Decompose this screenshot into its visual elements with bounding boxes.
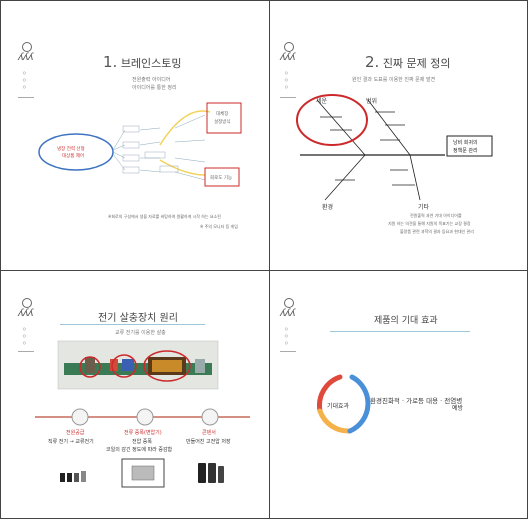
label-top-center: 범위 (366, 98, 378, 105)
slide-note-3: 불량품 관련 과학의 결과 등요과 현대인 관리 (400, 229, 474, 234)
step2-desc-1: 전압 증폭 (132, 439, 152, 445)
result-box (446, 135, 493, 157)
title-text: 진짜 문제 정의 (382, 57, 451, 70)
sidebar-divider (18, 351, 34, 352)
company-logo-icon: ʎʎʎ (18, 42, 36, 64)
slide-subtitle: 원인 결과 도표를 이용한 진짜 문제 발견 (352, 77, 436, 83)
slide-note-1: 전원출력 과연 기대 아이디어를 (410, 213, 462, 218)
slide-title: 전기 살충장치 원리 (98, 313, 178, 324)
top-result-box (206, 102, 242, 134)
step3-title: 콘덴서 (202, 430, 216, 436)
top-box-label-1: 대체장 (216, 112, 229, 117)
circuit-board-photo (35, 340, 250, 488)
company-logo-icon: ʎʎʎ (280, 42, 298, 64)
title-text: 브레인스토밍 (120, 57, 182, 70)
label-bottom-right: 기타 (418, 204, 430, 211)
highlight-circle-2 (111, 354, 137, 378)
title-underline (330, 331, 470, 332)
slide-subtitle-2: 아이디어를 통한 정리 (132, 85, 177, 91)
fishbone-diagram (296, 94, 493, 201)
slide-subtitle-1: 전원출력 아이디어 (132, 77, 171, 83)
slide-note-2: ※ 주의 모니터 등 게임 (200, 224, 238, 229)
capacitor-image (198, 463, 224, 483)
step-node-3 (201, 408, 219, 426)
step-node-1 (71, 408, 89, 426)
step-node-2 (136, 408, 154, 426)
ring-segment-orange (317, 408, 353, 434)
step2-desc-2: 코일의 감긴 정도에 따라 증감함 (106, 447, 173, 453)
ring-center-label: 기대효과 (327, 403, 350, 410)
label-bottom-left: 환경 (322, 204, 334, 211)
yellow-arc-bottom (159, 159, 206, 176)
step1-title: 전원공급 (66, 430, 85, 436)
slide-title: 1. 브레인스토밍 (103, 53, 182, 71)
bottom-box-label: 회로도 기능 (210, 176, 233, 181)
company-logo-icon: ʎʎʎ (280, 298, 298, 320)
label-top-left: 세운 (316, 98, 328, 105)
slide-title: 2. 진짜 문제 정의 (365, 53, 451, 71)
yellow-arc-top (159, 110, 211, 146)
title-number: 1. (103, 53, 118, 71)
sidebar-divider (280, 97, 296, 98)
effects-ring-diagram (317, 374, 371, 434)
grid-divider-vertical (269, 0, 270, 519)
ring-segment-red (317, 374, 343, 414)
bottom-result-box (204, 167, 240, 187)
title-number: 2. (365, 53, 380, 71)
grid-divider-horizontal (0, 270, 528, 271)
slide-note-1: ※회로의 구성에서 생을 자료를 바탕하여 원활하게 시작 하는 요소된 (108, 214, 221, 219)
effects-text-1: 환경친화적 · 가로등 대용 · 전염병 (370, 397, 463, 405)
company-logo-icon: ʎʎʎ (18, 298, 36, 320)
small-node-boxes (122, 125, 179, 174)
ring-segment-blue (347, 374, 371, 434)
step3-desc: 만들어진 고전압 저장 (186, 439, 231, 445)
transformer-image (121, 458, 165, 488)
battery-image (60, 471, 86, 482)
slide-title: 제품의 기대 효과 (374, 316, 438, 326)
sidebar-divider (18, 97, 34, 98)
oval-label-2: 대상품 제어 (62, 154, 85, 159)
title-underline (60, 324, 205, 325)
slide-subtitle: 교류 전기를 이용한 살충 (115, 330, 166, 336)
slide-note-2: 지원 하는 의견을 통해 지원의 목표기는 교장 결정 (388, 221, 471, 226)
mind-map-diagram (38, 102, 242, 187)
highlight-circle (296, 94, 368, 146)
highlight-circle-3 (143, 350, 191, 382)
top-box-label-2: 설정방식 (214, 120, 231, 125)
sidebar-divider (280, 351, 296, 352)
oval-label-1: 냉장 전력 선형 (57, 147, 85, 152)
highlight-circle-1 (79, 356, 101, 378)
result-box-label-1: 낭비 회귀의 (453, 140, 478, 146)
step2-title: 전류 증폭(변압기) (124, 430, 162, 436)
effects-text-2: 예방 (452, 405, 464, 412)
fishbone-bones (316, 99, 421, 201)
result-box-label-2: 정책문 관리 (453, 148, 478, 154)
step1-desc: 직류 전기 → 교류전기 (48, 439, 94, 445)
